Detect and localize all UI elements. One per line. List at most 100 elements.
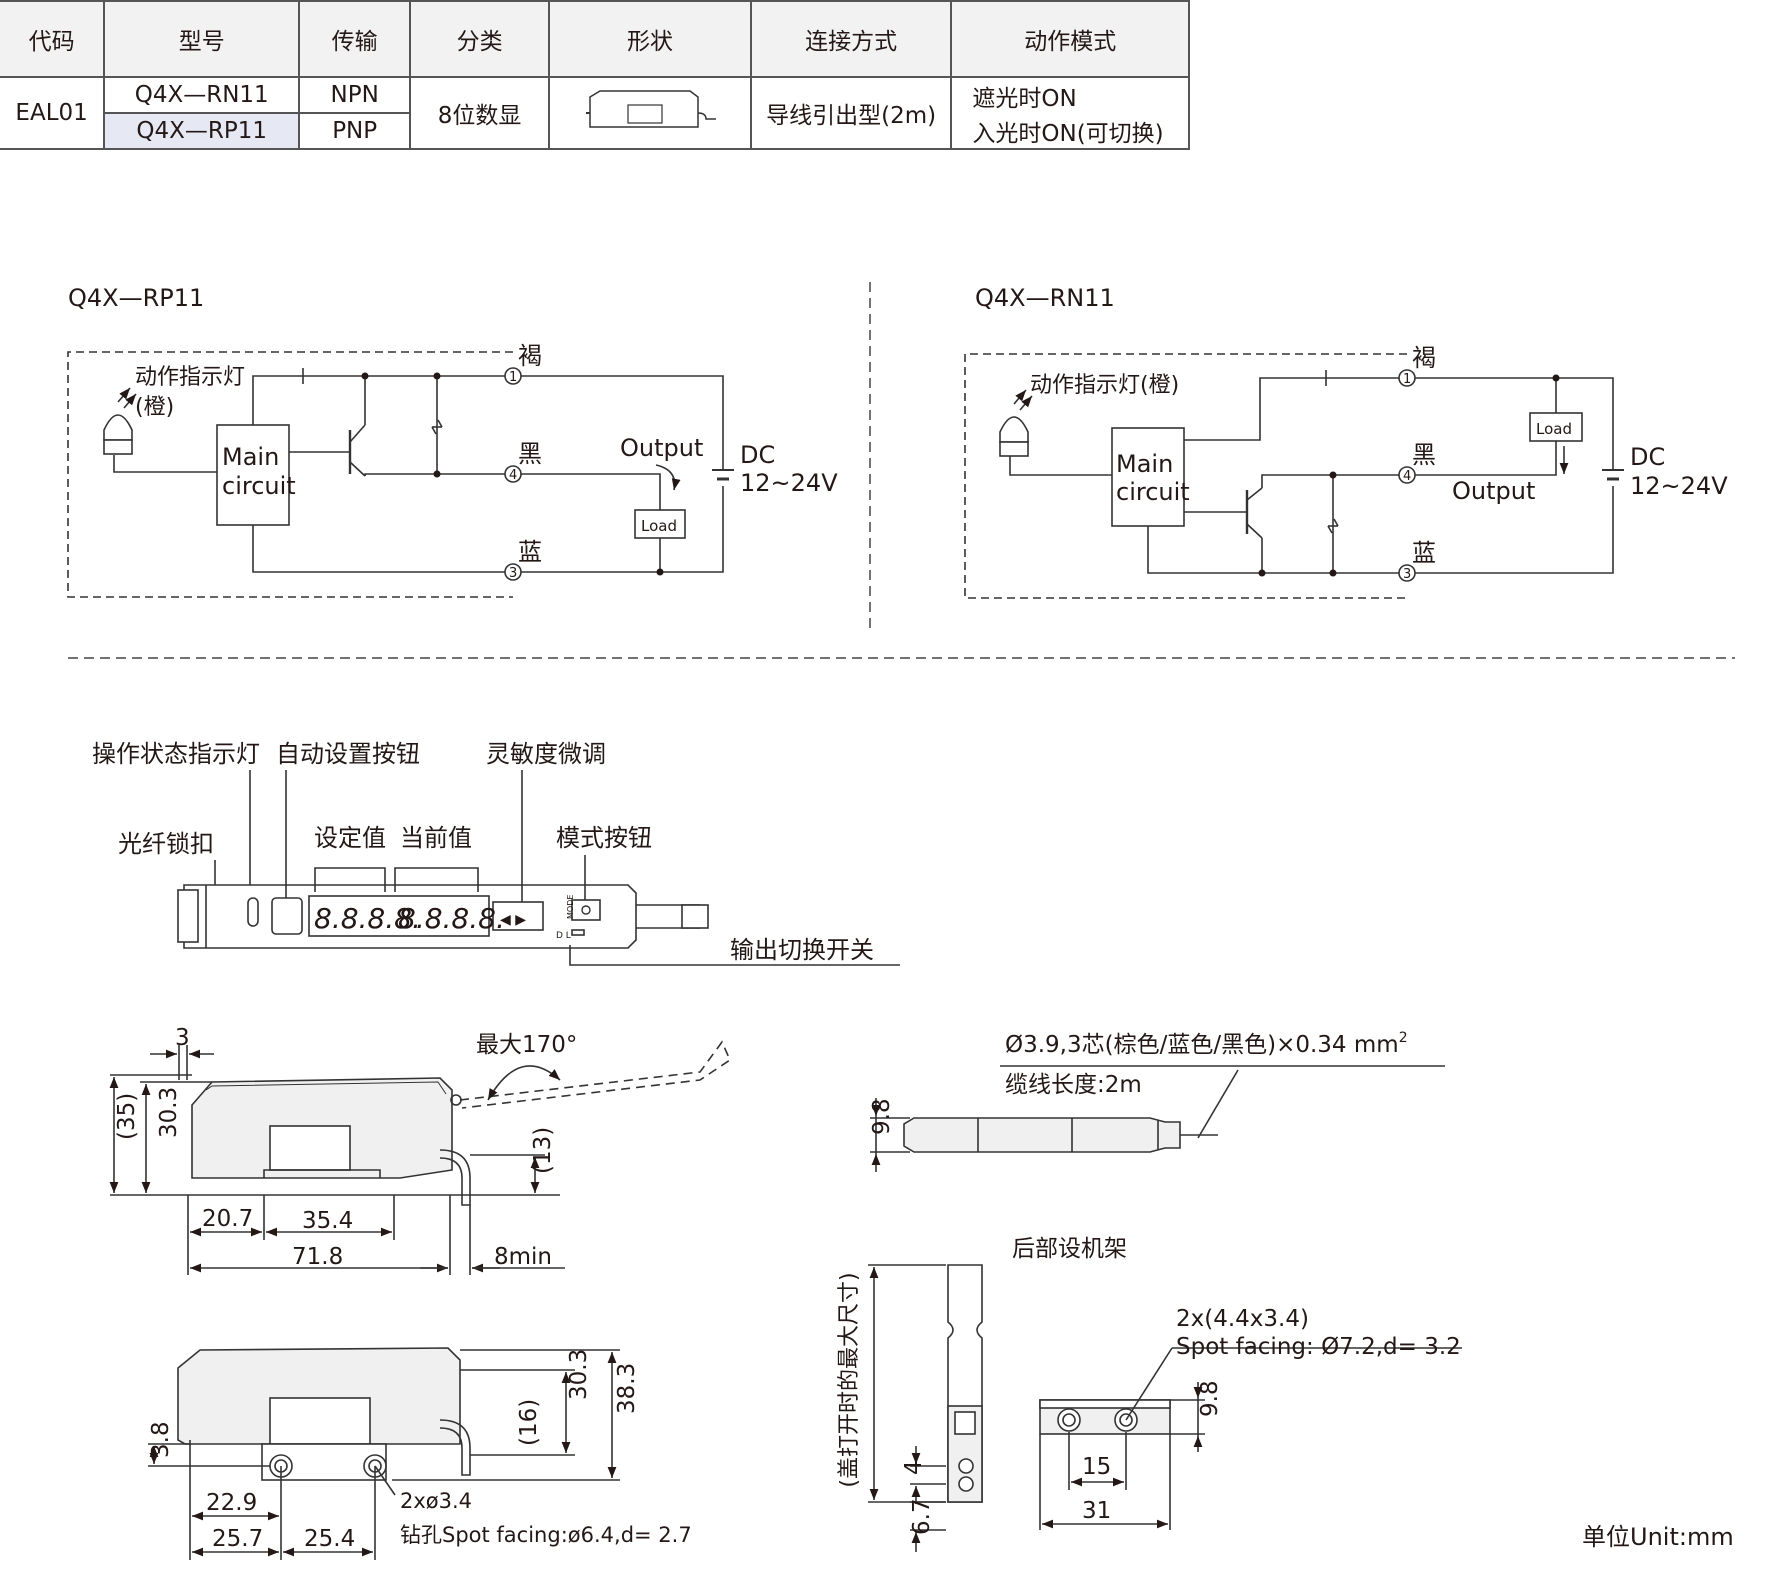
spec-header-row: 代码 型号 传输 分类 形状 连接方式 动作模式 (0, 0, 1190, 78)
rp11-voltage-label: 12~24V (740, 469, 838, 497)
dim-38-3: 38.3 (614, 1363, 640, 1414)
rn11-indicator-label: 动作指示灯(橙) (1030, 373, 1179, 398)
cell-pnp: PNP (299, 113, 412, 150)
rp11-output-label: Output (620, 434, 703, 462)
cell-category: 8位数显 (410, 77, 551, 150)
cell-mode-1: 遮光时ON (951, 77, 1190, 113)
bracket-holes-label: 2x(4.4x3.4) (1176, 1306, 1309, 1332)
dim-8min: 8min (494, 1244, 552, 1270)
rn11-blue-label: 蓝 (1412, 539, 1436, 567)
dim-25-7: 25.7 (212, 1526, 263, 1552)
rp11-load-label: Load (641, 517, 677, 535)
rp11-dc-label: DC (740, 441, 775, 469)
header-code: 代码 (0, 0, 106, 78)
pin-1-icon (504, 367, 522, 385)
rp11-blue-label: 蓝 (518, 538, 542, 566)
set-value-digits: 8.8.8.8. (314, 902, 421, 935)
label-auto-button: 自动设置按钮 (276, 740, 420, 768)
dim-22-9: 22.9 (206, 1490, 257, 1516)
header-category: 分类 (410, 0, 551, 78)
spec-row: Q4X—RP11 PNP 入光时ON(可切换) (0, 113, 1190, 150)
rn11-output-label: Output (1452, 477, 1535, 505)
front-panel-view (177, 770, 900, 966)
cell-model-rp11: Q4X—RP11 (104, 113, 301, 150)
cell-model-rn11: Q4X—RN11 (104, 77, 301, 114)
label-output-switch: 输出切换开关 (730, 936, 874, 964)
mode-button-icon (581, 905, 591, 915)
dim-bracket-31: 31 (1082, 1498, 1111, 1524)
cable-spec-label: Ø3.9,3芯(棕色/蓝色/黑色)×0.34 mm2 (1005, 1030, 1408, 1058)
dim-30-3: 30.3 (156, 1087, 182, 1138)
dim-bracket-6-7: 6.7 (909, 1498, 935, 1535)
unit-label: 单位Unit:mm (1582, 1523, 1734, 1551)
bracket-title: 后部设机架 (1012, 1236, 1127, 1262)
pin-3-icon (1398, 564, 1416, 582)
bottom-holes-label: 2xø3.4 (400, 1489, 472, 1513)
header-connection: 连接方式 (750, 0, 953, 78)
dim-16: (16) (516, 1399, 542, 1446)
cell-connection: 导线引出型(2m) (750, 77, 953, 150)
rn11-circuit-label: circuit (1116, 478, 1190, 506)
label-mode-button: 模式按钮 (556, 824, 652, 852)
rn11-pin3-label: 3 (1403, 567, 1411, 582)
rp11-pin1-label: 1 (509, 370, 517, 385)
current-value-digits: 8.8.8.8. (398, 902, 505, 935)
cell-mode-2: 入光时ON(可切换) (951, 113, 1190, 150)
label-fine-adjust: 灵敏度微调 (486, 740, 606, 768)
pin-1-icon (1398, 369, 1416, 387)
dim-bracket-15: 15 (1082, 1454, 1111, 1480)
rp11-title: Q4X—RP11 (68, 284, 204, 312)
side-view (109, 1040, 732, 1275)
rn11-load-label: Load (1536, 420, 1572, 438)
rn11-title: Q4X—RN11 (975, 284, 1115, 312)
circuit-rp11-pins (504, 367, 522, 581)
label-fiber-lock: 光纤锁扣 (118, 830, 214, 858)
dim-71-8: 71.8 (292, 1244, 343, 1270)
dl-small-label: D L (556, 931, 571, 941)
bracket-lid-note: (盖打开时的最大尺寸) (837, 1272, 862, 1487)
dim-max-angle: 最大170° (476, 1032, 577, 1058)
rp11-pin4-label: 4 (509, 468, 517, 483)
circuit-rn11-dots (1258, 374, 1560, 577)
circuit-rn11 (964, 353, 1624, 599)
dim-bracket-4: 4 (901, 1460, 927, 1475)
circuit-rp11 (67, 351, 734, 598)
rp11-black-label: 黑 (518, 440, 542, 468)
rn11-brown-label: 褐 (1412, 344, 1436, 372)
label-current-value: 当前值 (400, 824, 472, 852)
dim-35-4: 35.4 (302, 1208, 353, 1234)
dim-20-7: 20.7 (202, 1206, 253, 1232)
cell-shape (549, 77, 752, 150)
dim-3-8: 3.8 (148, 1421, 174, 1458)
dim-cable-9-8: 9.8 (869, 1098, 895, 1135)
adjust-arrows-icon: ◀ ▶ (500, 912, 526, 928)
cell-code: EAL01 (0, 77, 106, 150)
label-status-led: 操作状态指示灯 (92, 740, 260, 768)
bottom-spot-facing-label: 钻孔Spot facing:ø6.4,d= 2.7 (400, 1523, 692, 1547)
cable-spec-sup: 2 (1399, 1030, 1408, 1046)
rn11-dc-label: DC (1630, 443, 1665, 471)
rp11-brown-label: 褐 (518, 342, 542, 370)
header-model: 型号 (104, 0, 301, 78)
circuit-rp11-dots (361, 372, 664, 576)
rp11-circuit-label: circuit (222, 472, 296, 500)
rn11-voltage-label: 12~24V (1630, 472, 1728, 500)
rp11-main-label: Main (222, 443, 279, 471)
rp11-pin3-label: 3 (509, 566, 517, 581)
header-shape: 形状 (549, 0, 752, 78)
dim-bottom-30-3: 30.3 (566, 1349, 592, 1400)
bracket-spot-facing-label: Spot facing: Ø7.2,d= 3.2 (1176, 1334, 1461, 1360)
dim-bracket-9-8: 9.8 (1197, 1380, 1223, 1417)
bottom-view (148, 1347, 620, 1560)
dim-13: (13) (530, 1127, 556, 1174)
circuit-rn11-pins (1398, 369, 1416, 582)
rear-bracket-view (868, 1264, 1462, 1552)
header-mode: 动作模式 (951, 0, 1190, 78)
rn11-black-label: 黑 (1412, 441, 1436, 469)
dim-25-4: 25.4 (304, 1526, 355, 1552)
rn11-pin4-label: 4 (1403, 469, 1411, 484)
cable-length-label: 缆线长度:2m (1005, 1072, 1142, 1098)
rn11-pin1-label: 1 (1403, 372, 1411, 387)
label-set-value: 设定值 (314, 824, 386, 852)
pin-4-icon (504, 465, 522, 483)
